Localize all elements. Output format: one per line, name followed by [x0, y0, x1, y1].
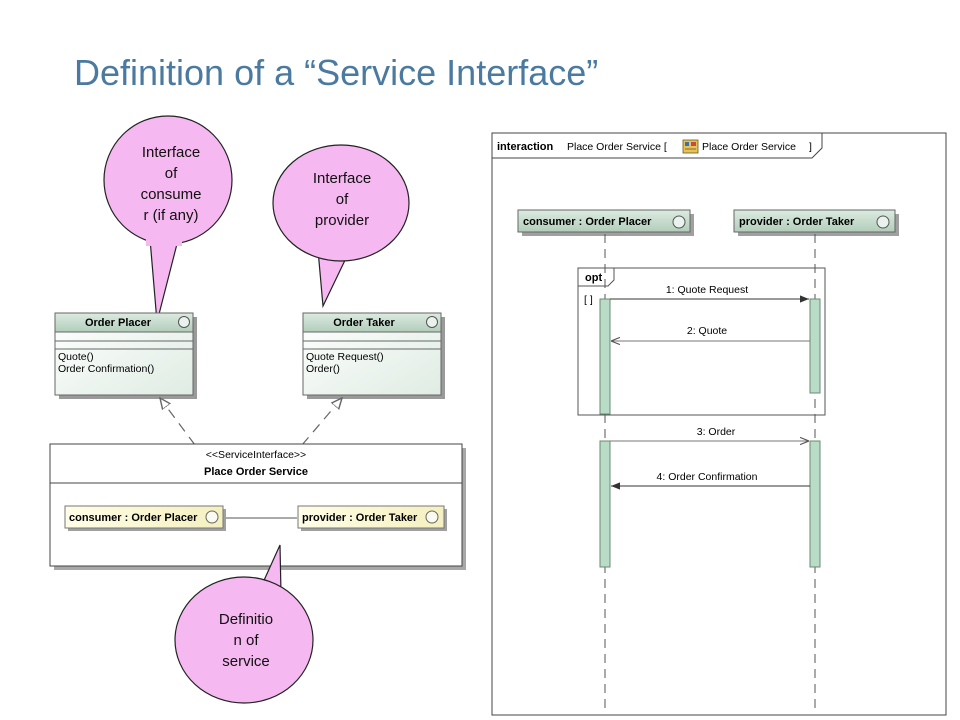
message-2-label: 2: Quote — [687, 325, 727, 337]
callout-service-line-2: n of — [233, 632, 259, 649]
callout-consumer-line-1: Interface — [142, 144, 200, 161]
part-provider — [297, 505, 445, 529]
callout-consumer-line-4: r (if any) — [143, 207, 198, 224]
message-4: 4: Order Confirmation — [611, 471, 810, 490]
class-order-taker-op-1: Quote Request() — [306, 351, 384, 363]
class-order-placer: Order Placer Quote() Order Confirmation(… — [54, 312, 197, 399]
part-provider-label: provider : Order Taker — [302, 512, 418, 524]
class-order-placer-op-2: Order Confirmation() — [58, 363, 154, 375]
service-name: Place Order Service — [204, 466, 308, 478]
frame-ref: Place Order Service — [702, 141, 796, 153]
message-2: 2: Quote — [611, 325, 810, 341]
callout-provider-line-1: Interface — [313, 170, 371, 187]
service-interface-box: <<ServiceInterface>> Place Order Service… — [49, 443, 466, 570]
callout-consumer: Interface of consume r (if any) — [103, 115, 233, 323]
message-3-label: 3: Order — [697, 426, 736, 438]
message-1: 1: Quote Request — [610, 284, 809, 303]
class-circle-icon — [205, 510, 219, 524]
activation-consumer-1 — [599, 298, 611, 415]
lifeline-consumer: consumer : Order Placer — [517, 209, 694, 712]
frame-keyword: interaction — [497, 141, 554, 153]
part-consumer-label: consumer : Order Placer — [69, 512, 198, 524]
slide-title: Definition of a “Service Interface” — [74, 52, 599, 93]
callout-provider: Interface of provider — [272, 144, 410, 309]
activation-provider-2 — [809, 440, 821, 568]
frame-name: Place Order Service [ — [567, 141, 667, 153]
callout-provider-line-3: provider — [315, 212, 369, 229]
callout-consumer-line-3: consume — [141, 186, 202, 203]
class-order-placer-op-1: Quote() — [58, 351, 94, 363]
opt-fragment: opt [ ] — [577, 267, 826, 416]
class-order-taker-op-2: Order() — [306, 363, 340, 375]
realization-arrow-taker — [301, 398, 342, 446]
message-1-label: 1: Quote Request — [666, 284, 748, 296]
fragment-guard: [ ] — [584, 294, 593, 306]
class-circle-icon — [426, 316, 438, 328]
activation-provider-1 — [809, 298, 821, 394]
message-3: 3: Order — [610, 426, 809, 441]
frame-end: ] — [809, 141, 812, 153]
callout-service-line-1: Definitio — [219, 611, 273, 628]
interaction-diagram-icon — [682, 139, 699, 154]
service-stereotype: <<ServiceInterface>> — [206, 449, 306, 461]
class-circle-icon — [425, 510, 439, 524]
fragment-operator: opt — [585, 272, 602, 284]
part-consumer — [64, 505, 224, 529]
class-circle-icon — [672, 215, 686, 229]
class-circle-icon — [876, 215, 890, 229]
callout-provider-line-2: of — [336, 191, 349, 208]
message-4-label: 4: Order Confirmation — [657, 471, 758, 483]
lifeline-provider-label: provider : Order Taker — [739, 216, 855, 228]
class-circle-icon — [178, 316, 190, 328]
class-order-taker-name: Order Taker — [333, 317, 395, 329]
callout-service-line-3: service — [222, 653, 270, 670]
callout-consumer-line-2: of — [165, 165, 178, 182]
lifeline-consumer-label: consumer : Order Placer — [523, 216, 652, 228]
class-order-taker: Order Taker Quote Request() Order() — [302, 312, 445, 399]
class-order-placer-name: Order Placer — [85, 317, 152, 329]
callout-service: Definitio n of service — [174, 544, 314, 704]
activation-consumer-2 — [599, 440, 611, 568]
realization-arrow-placer — [160, 398, 196, 446]
